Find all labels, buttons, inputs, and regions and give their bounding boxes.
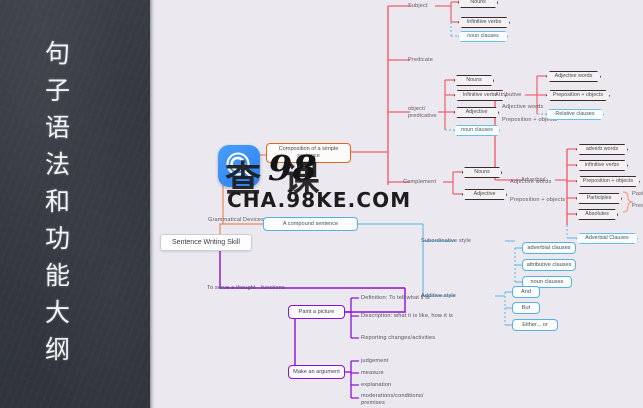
node-composition-simple-sentence[interactable]: Composition of a simple sentence [266,143,351,163]
item-argument-moderations[interactable]: moderations/conditions/ premises [361,393,424,406]
chip-object-nouns[interactable]: Nouns [454,75,494,86]
note-participle-present: Pres [632,203,643,209]
chalkboard-title: 句 子 语 法 和 功 能 大 纲 [44,40,71,364]
node-subordinative-noun-clauses[interactable]: noun clauses [522,276,572,288]
chip-object-noun-clauses[interactable]: noun clauses [454,125,500,136]
chip-adverbial-infinitive-verbs[interactable]: infinitive verbs [576,160,628,171]
item-argument-explanation[interactable]: explanation [361,382,392,388]
chip-object-adjective[interactable]: Adjective [454,107,499,118]
branch-label-grammatical-devices[interactable]: Grammatical Devices [208,216,265,223]
connector-lines [219,1,634,399]
chip-subject-nouns[interactable]: Nouns [458,0,498,8]
chip-adverbial-absolutes[interactable]: Absolutes [576,209,618,220]
branch-label-functions[interactable]: To serve a thought - functions [207,284,285,291]
label-object-predicative[interactable]: object/ predicative [408,106,437,119]
chip-attributive-preposition-objects[interactable]: Preposition + objects [546,90,610,101]
label-attributive[interactable]: Attributive [495,91,522,98]
item-argument-judgement[interactable]: judgement [361,358,389,364]
mindmap-root-node[interactable]: Sentence Writing Skill [160,234,252,251]
chip-subject-infinitive-verbs[interactable]: Infinitive verbs [458,17,510,28]
node-additive-and[interactable]: And [512,286,540,298]
board-edge-divider [150,0,155,408]
node-additive-either-or[interactable]: Either... or [512,319,558,331]
node-subordinative-attributive-clauses[interactable]: attributive clauses [522,259,576,271]
label-subordinative-style[interactable]: Subordinative style [421,237,472,244]
chip-object-infinitive-verbs[interactable]: Infinitive verbs [454,90,506,101]
chip-attributive-relative-clauses[interactable]: Relative clauses [546,109,604,120]
label-adverbial[interactable]: Adverbial [521,176,546,183]
chip-complement-adjective[interactable]: Adjective [462,189,507,200]
node-compound-sentence[interactable]: A compound sentence [263,217,358,231]
node-make-an-argument[interactable]: Make an argument [288,365,345,379]
node-additive-but[interactable]: But [512,302,540,314]
item-paint-description[interactable]: Description: what it is like, how it is [361,313,453,319]
note-complement-preposition-objects: Preposition + objects [510,197,566,203]
node-subordinative-adverbial-clauses[interactable]: adverbial clauses [522,242,576,254]
note-object-adjective-words: Adjective words [502,104,544,110]
item-argument-measure[interactable]: measure [361,370,384,376]
note-object-preposition-objects: Preposition + objects [502,117,558,123]
note-participle-past: Past [632,191,643,197]
chalkboard-panel: 句 子 语 法 和 功 能 大 纲 [0,0,150,408]
mindmap-canvas: Sentence Writing Skill Grammatical Devic… [155,0,643,408]
label-additive-style[interactable]: Additive style [421,292,457,299]
chip-adverbial-preposition-objects[interactable]: Preposition + objects [576,176,640,187]
label-subject[interactable]: Subject [408,2,428,9]
item-paint-reporting[interactable]: Reporting changes/activities [361,335,436,341]
chip-adverbial-clauses[interactable]: Adverbial Clauses [576,233,638,244]
note-complement-adjective-words: Adjective words [510,179,552,185]
chip-subject-noun-clauses[interactable]: noun clauses [458,31,508,42]
item-paint-definition[interactable]: Definition: To tell what it is [361,295,430,301]
chip-complement-nouns[interactable]: Nouns [462,167,502,178]
label-complement[interactable]: Complement [403,178,437,185]
chip-attributive-adjective-words[interactable]: Adjective words [546,71,601,82]
chip-adverbial-participles[interactable]: Participles [576,193,622,204]
node-paint-a-picture[interactable]: Paint a picture [288,305,345,319]
label-predicate[interactable]: Predicate [408,56,433,63]
chip-adverbial-adverb-words[interactable]: adverb words [576,144,628,155]
